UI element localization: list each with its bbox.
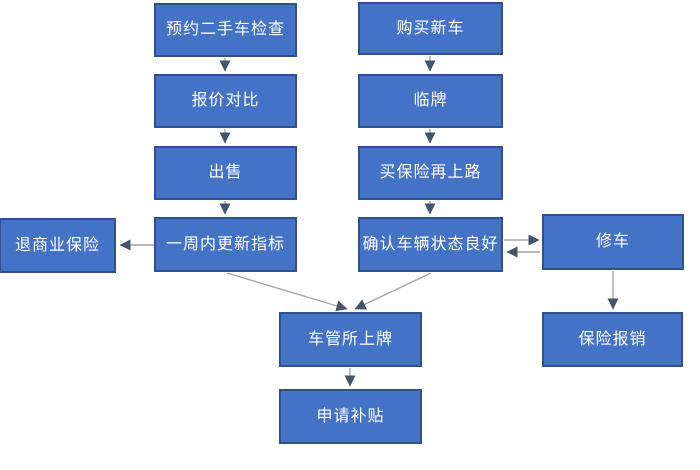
edge-update-to-dmv [226, 272, 348, 312]
node-buy-insurance-then-drive: 买保险再上路 [358, 146, 503, 200]
node-temporary-plate: 临牌 [358, 74, 503, 128]
node-insurance-reimbursement: 保险报销 [542, 312, 683, 367]
node-dmv-plate-registration: 车管所上牌 [279, 312, 422, 367]
node-apply-subsidy: 申请补贴 [279, 389, 422, 444]
node-quote-comparison: 报价对比 [154, 74, 297, 128]
edge-confirm-to-dmv [354, 272, 432, 310]
node-update-quota-within-week: 一周内更新指标 [154, 217, 297, 272]
node-sell: 出售 [154, 146, 297, 200]
node-buy-new-car: 购买新车 [358, 2, 503, 55]
node-book-used-car-inspection: 预约二手车检查 [154, 3, 297, 57]
node-confirm-vehicle-good: 确认车辆状态良好 [358, 217, 503, 272]
node-refund-commercial-insurance: 退商业保险 [0, 218, 116, 273]
node-repair-car: 修车 [542, 214, 684, 270]
